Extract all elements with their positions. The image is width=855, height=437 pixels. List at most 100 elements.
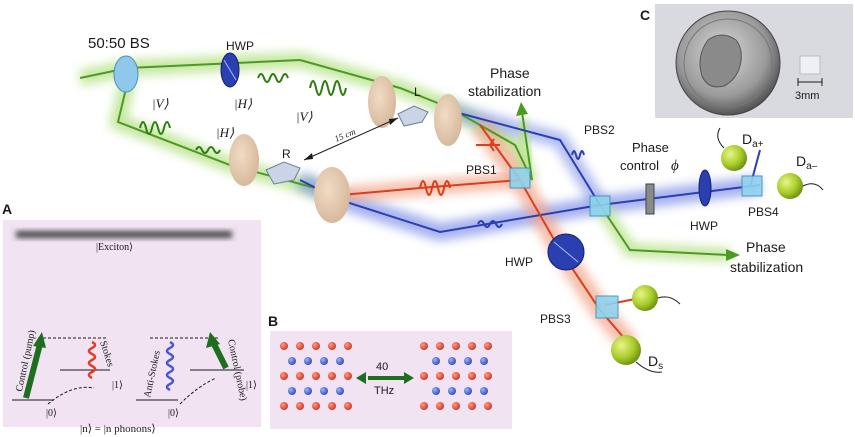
atom-red: [280, 342, 288, 350]
phi-symbol: ϕ: [671, 158, 679, 174]
atom-red: [484, 402, 492, 410]
green-packet-1: [257, 73, 289, 83]
atom-red: [328, 372, 336, 380]
green-packet-2: [309, 80, 347, 96]
pbs3-label: PBS3: [540, 312, 571, 326]
phase-control-plate: [645, 183, 655, 215]
atom-red: [484, 372, 492, 380]
lens-bottom-2: [314, 167, 350, 223]
atom-blue: [288, 387, 296, 395]
panel-c: C 3mm: [640, 4, 853, 118]
atom-red: [468, 402, 476, 410]
setup-labels: 50:50 BS HWP |V⟩ |H⟩ |V⟩ |H⟩ L R 15 cm P…: [88, 35, 818, 372]
phase-control-line2: control: [620, 158, 659, 173]
lattice-left: [280, 342, 352, 410]
detector-pbs3-side: [632, 285, 658, 311]
atom-blue: [432, 357, 440, 365]
detector-da-minus: [777, 173, 803, 199]
atom-red: [344, 402, 352, 410]
atom-red: [436, 402, 444, 410]
panel-b-letter: B: [268, 313, 278, 329]
pbs4-cube: [741, 175, 763, 197]
panel-b: B 40 THz: [268, 313, 512, 429]
phase-control-line1: Phase: [632, 140, 669, 155]
atom-red: [296, 402, 304, 410]
da-minus-label: Da–: [796, 153, 818, 172]
atom-blue: [320, 387, 328, 395]
freq-unit: THz: [374, 385, 394, 397]
blue-beam-upper: [439, 107, 601, 206]
atom-red: [436, 342, 444, 350]
atom-blue: [304, 387, 312, 395]
distance-arrow: [303, 117, 399, 161]
optics: [113, 52, 763, 319]
diamond-crystal-l: [397, 105, 429, 127]
blue-packet-2: [571, 150, 585, 160]
h-ket-1: |H⟩: [234, 96, 252, 111]
h-ket-2: |H⟩: [216, 125, 234, 140]
atom-red: [328, 402, 336, 410]
hwp-top-label: HWP: [226, 39, 254, 53]
atom-blue: [320, 357, 328, 365]
hwp-right-plate: [698, 169, 712, 207]
green-beam-right: [599, 204, 729, 256]
detector-da-plus: [721, 145, 747, 171]
phonon-equation: |n⟩ = |n phonons⟩: [80, 423, 156, 435]
atom-red: [328, 342, 336, 350]
atom-blue: [448, 357, 456, 365]
atom-red: [436, 372, 444, 380]
v-ket-1: |V⟩: [152, 96, 169, 111]
atom-red: [280, 372, 288, 380]
atom-blue: [336, 387, 344, 395]
panel-a-letter: A: [2, 201, 12, 217]
atom-blue: [464, 387, 472, 395]
atom-red: [296, 342, 304, 350]
diamond-sample: [799, 55, 821, 75]
atom-blue: [432, 387, 440, 395]
stokes-arrow: [87, 340, 97, 380]
phase-stab-top-line2: stabilization: [468, 83, 541, 99]
coin-portrait: [699, 34, 742, 88]
ket0-left: |0⟩: [46, 408, 57, 419]
anti-stokes-arrow: [165, 340, 175, 392]
ket1-left: |1⟩: [112, 380, 123, 391]
pbs2-cube: [589, 195, 611, 217]
exciton-label: |Exciton⟩: [96, 242, 133, 253]
phase-stab-bot-line1: Phase: [746, 239, 786, 255]
atom-red: [452, 402, 460, 410]
atom-red: [344, 342, 352, 350]
green-packet-3: [139, 121, 171, 135]
panel-c-letter: C: [640, 7, 650, 23]
atom-red: [296, 372, 304, 380]
exciton-level: [16, 231, 232, 238]
green-packet-4: [195, 146, 221, 154]
detectors: [611, 127, 824, 373]
red-packet: [419, 180, 451, 196]
ds-label: Ds: [648, 353, 663, 372]
da-plus-label: Da+: [742, 131, 764, 150]
atom-red: [420, 372, 428, 380]
atom-blue: [464, 357, 472, 365]
hwp-mid-label: HWP: [505, 255, 533, 269]
ket0-right: |0⟩: [168, 408, 179, 419]
detector-ds: [611, 335, 641, 365]
hwp-right-label: HWP: [690, 219, 718, 233]
atom-red: [468, 342, 476, 350]
atom-red: [420, 342, 428, 350]
blue-packet-1: [477, 220, 503, 228]
beam-splitter: [113, 55, 139, 93]
lens-bottom-1: [229, 134, 259, 186]
atom-red: [312, 342, 320, 350]
freq-value: 40: [376, 361, 388, 373]
ket1-right: |1⟩: [246, 380, 257, 391]
atom-red: [312, 402, 320, 410]
pbs1-cube: [509, 167, 531, 189]
atom-blue: [288, 357, 296, 365]
panel-a-bg: [3, 220, 261, 427]
atom-blue: [336, 357, 344, 365]
atom-blue: [448, 387, 456, 395]
bs-label: 50:50 BS: [88, 35, 150, 52]
atom-red: [468, 372, 476, 380]
lattice-right: [420, 342, 492, 410]
